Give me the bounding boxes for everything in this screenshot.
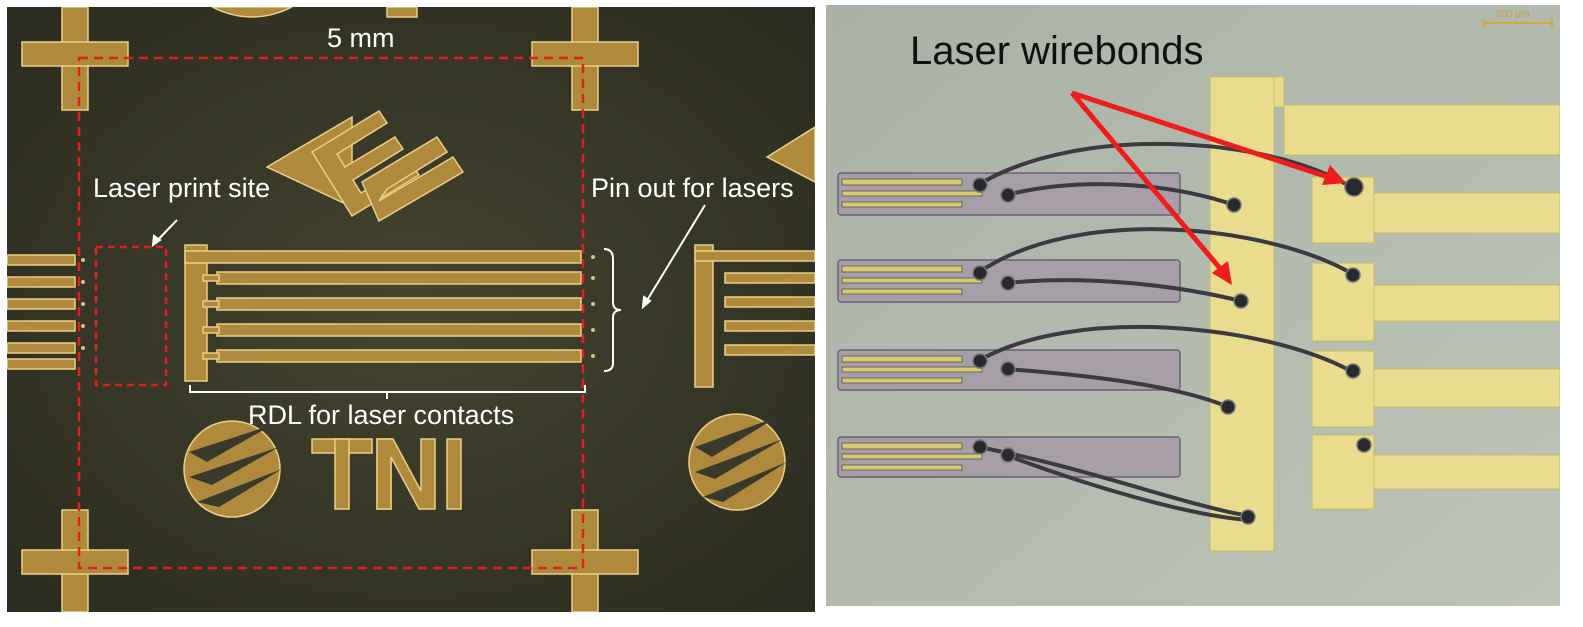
circle-logo-swooshes xyxy=(189,417,787,507)
rdl-micrograph: 5 mm Laser print site Pin out for lasers… xyxy=(7,7,815,612)
rdl-label: RDL for laser contacts xyxy=(248,400,515,430)
pin-out-label: Pin out for lasers xyxy=(591,173,794,203)
arrow-to-upper-bond xyxy=(1071,90,1335,182)
alignment-cross-top-right xyxy=(531,7,639,111)
pin-out-arrowhead xyxy=(641,295,652,310)
arrow-to-lower-bond xyxy=(1070,91,1226,275)
tni-letters xyxy=(311,438,462,510)
laser-print-site-outline xyxy=(94,245,168,387)
laser-chip-stripes xyxy=(841,178,983,471)
rdl-traces xyxy=(184,244,582,382)
gold-contact-pads xyxy=(1209,76,1560,552)
wirebonds xyxy=(976,141,1353,522)
arrowhead-upper xyxy=(1322,165,1346,185)
die-outline xyxy=(77,56,585,570)
pin-out-pointer xyxy=(642,204,706,308)
scale-label: 5 mm xyxy=(327,23,395,53)
alignment-cross-bottom-right xyxy=(531,509,639,612)
wirebond-micrograph: Laser wirebonds 200 µm xyxy=(826,5,1560,606)
wirebond-arrows xyxy=(1070,90,1346,285)
neighbor-rdl-left xyxy=(7,254,76,370)
bond-balls xyxy=(972,177,1372,525)
rdl-micrograph-drawing xyxy=(7,7,815,612)
scale-bar-label: 200 µm xyxy=(1496,9,1530,20)
partial-feature-top xyxy=(211,7,293,18)
partial-feature-top-2 xyxy=(386,7,418,18)
laser-print-site-arrowhead xyxy=(151,234,162,248)
neighbor-rdl-right xyxy=(694,126,815,388)
pin-out-dots xyxy=(81,255,595,358)
arrowhead-lower xyxy=(1212,261,1232,285)
wirebond-micrograph-drawing xyxy=(826,5,1560,606)
wirebonds-title: Laser wirebonds xyxy=(910,29,1204,73)
alignment-cross-bottom-left xyxy=(21,509,129,612)
e-logo xyxy=(265,109,465,223)
pin-out-brace xyxy=(603,248,622,372)
laser-print-site-label: Laser print site xyxy=(93,173,271,203)
